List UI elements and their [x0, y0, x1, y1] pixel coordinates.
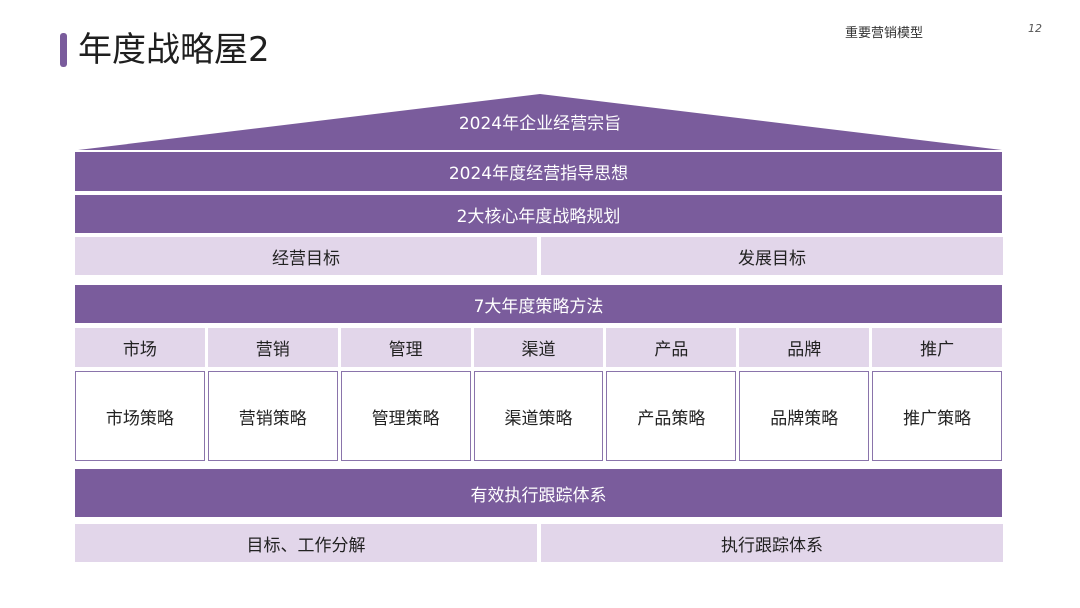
- category-channel: 渠道: [473, 328, 604, 367]
- goal-cell-development: 发展目标: [541, 237, 1003, 275]
- foundation-row: 目标、工作分解 执行跟踪体系: [75, 524, 1003, 562]
- foundation-decomposition: 目标、工作分解: [75, 524, 537, 562]
- category-marketing: 营销: [207, 328, 338, 367]
- goals-row: 经营目标 发展目标: [75, 237, 1003, 275]
- methods-title-band: 7大年度策略方法: [75, 285, 1002, 323]
- foundation-tracking: 执行跟踪体系: [541, 524, 1003, 562]
- strategy-management: 管理策略: [340, 371, 471, 461]
- category-promotion: 推广: [872, 328, 1003, 367]
- category-product: 产品: [606, 328, 737, 367]
- roof-label: 2024年企业经营宗旨: [458, 114, 622, 134]
- category-management: 管理: [340, 328, 471, 367]
- strategy-product: 产品策略: [606, 371, 737, 461]
- category-market: 市场: [75, 328, 205, 367]
- core-plan-band: 2大核心年度战略规划: [75, 195, 1002, 233]
- page-title: 年度战略屋2: [78, 30, 270, 70]
- goal-cell-operation: 经营目标: [75, 237, 537, 275]
- strategy-channel: 渠道策略: [473, 371, 604, 461]
- category-row: 市场 营销 管理 渠道 产品 品牌 推广: [75, 328, 1003, 367]
- strategy-brand: 品牌策略: [739, 371, 870, 461]
- title-accent-bar: [60, 33, 67, 67]
- category-brand: 品牌: [739, 328, 870, 367]
- strategy-market: 市场策略: [75, 371, 205, 461]
- section-label: 重要营销模型: [845, 26, 924, 41]
- strategy-marketing: 营销策略: [207, 371, 338, 461]
- page-number: 12: [1028, 22, 1042, 35]
- guiding-thought-band: 2024年度经营指导思想: [75, 152, 1002, 191]
- strategy-row: 市场策略 营销策略 管理策略 渠道策略 产品策略 品牌策略 推广策略: [75, 371, 1003, 461]
- strategy-promotion: 推广策略: [872, 371, 1003, 461]
- execution-band: 有效执行跟踪体系: [75, 469, 1002, 517]
- roof-triangle: [78, 94, 1002, 150]
